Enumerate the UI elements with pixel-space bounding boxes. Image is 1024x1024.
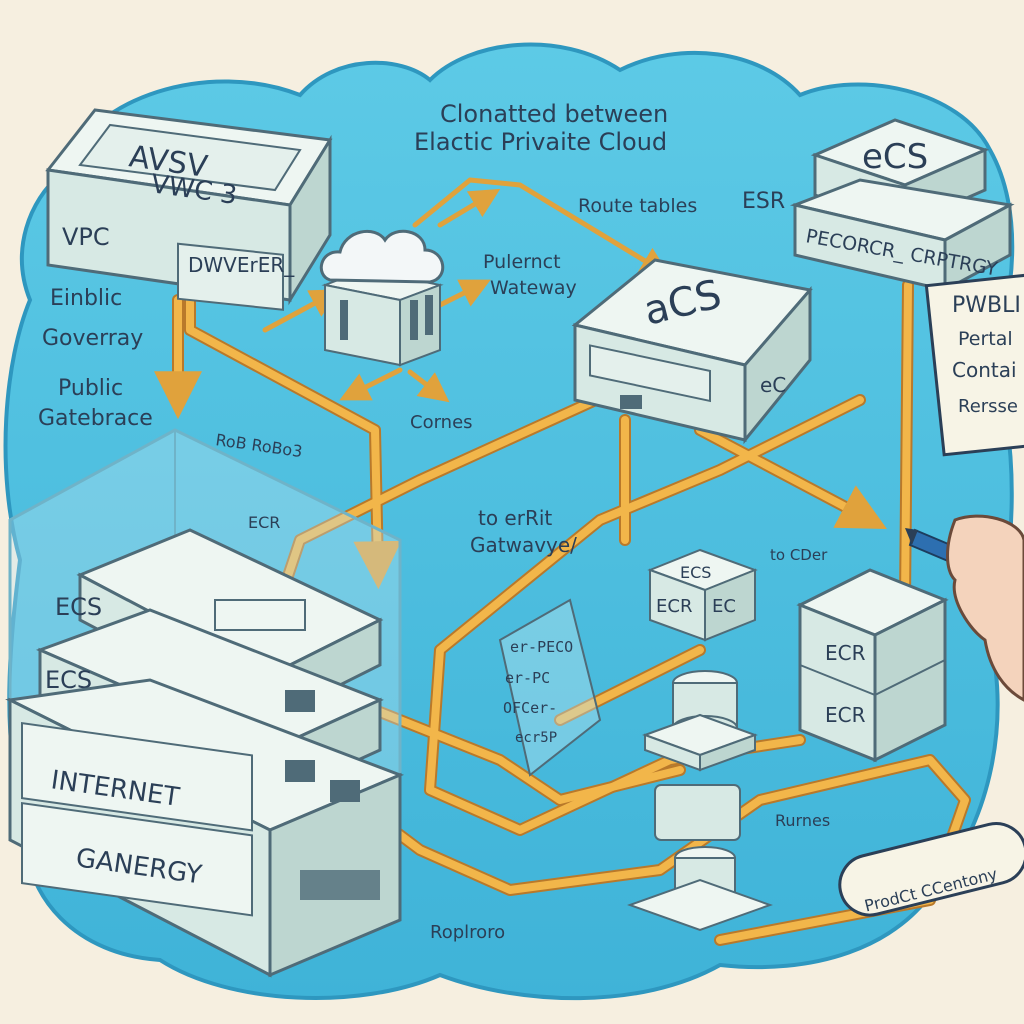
transparent-label-3: OFCer- [503, 699, 557, 717]
acs-router: aCS eC [571, 258, 813, 445]
public-note-line4: Rersse [958, 396, 1018, 417]
internet-gateway-label-2: Wateway [490, 277, 577, 299]
public-note: PWBLI Pertal Contai Rersse [924, 273, 1024, 457]
route-tables-label: Route tables [578, 195, 697, 217]
transparent-label-2: er-PC [505, 669, 550, 687]
ecr-ec-cube: ECS ECR EC [647, 548, 758, 642]
internet-gateway-node [319, 229, 445, 367]
acs-router-port-label: eC [760, 373, 786, 397]
database-stack [627, 670, 773, 932]
ecr-ec-label-1: ECR [656, 596, 692, 617]
transparent-label-4: ecr5P [515, 730, 557, 746]
public-gatebrace-label-2: Gatebrace [38, 406, 153, 431]
public-note-line2: Pertal [958, 328, 1013, 350]
transparent-label-1: er-PECO [510, 638, 573, 656]
public-note-line1: PWBLI [952, 293, 1021, 318]
ecr-small-label: ECR [248, 513, 280, 532]
roplroro-label: Roplroro [430, 922, 505, 943]
to-gateway-label-1: to erRit [478, 506, 552, 530]
transparent-panel: er-PECO er-PC OFCer- ecr5P [498, 598, 602, 777]
ecs-server-stack: ECS ECS INTERNET GANERGY [5, 428, 405, 978]
vpc-driver-label: DWVErER_ [188, 253, 295, 277]
cables [154, 177, 971, 946]
public-gateway-label-2: Goverray [42, 326, 143, 351]
ecr-server-stack: ECR ECR [796, 568, 949, 763]
hand-with-pen [905, 514, 1024, 702]
diagram-title-line2: Elactic Privaite Cloud [414, 128, 667, 156]
to-cder-label: to CDer [770, 546, 828, 564]
public-note-line3: Contai [952, 358, 1017, 382]
ecr-ec-label-2: EC [712, 596, 736, 617]
ecs-unit-label-1: ECS [55, 593, 102, 621]
ecs-recorder-box: eCS PECORCR_ CRPTRGY [789, 118, 1015, 293]
ecs-top-title: eCS [862, 137, 928, 177]
ecs-small-top: ECS [680, 563, 711, 582]
vpc-box: AVSV VWC 3 VPC DWVErER_ [45, 108, 333, 311]
internet-gateway-label-1: Pulernct [483, 251, 561, 273]
public-gatebrace-label-1: Public [58, 376, 123, 401]
to-gateway-label-2: Gatwavye/ [470, 533, 577, 557]
cloud-icon [319, 229, 445, 284]
vpc-label: VPC [62, 223, 110, 251]
rurnes-label: Rurnes [775, 811, 830, 830]
public-gateway-label-1: Einblic [50, 286, 122, 311]
cornes-label: Cornes [410, 412, 473, 433]
esr-label: ESR [742, 189, 785, 214]
ecr-stack-label-1: ECR [825, 641, 866, 665]
ecr-stack-label-2: ECR [825, 703, 866, 727]
diagram-title-line1: Clonatted between [440, 100, 668, 128]
